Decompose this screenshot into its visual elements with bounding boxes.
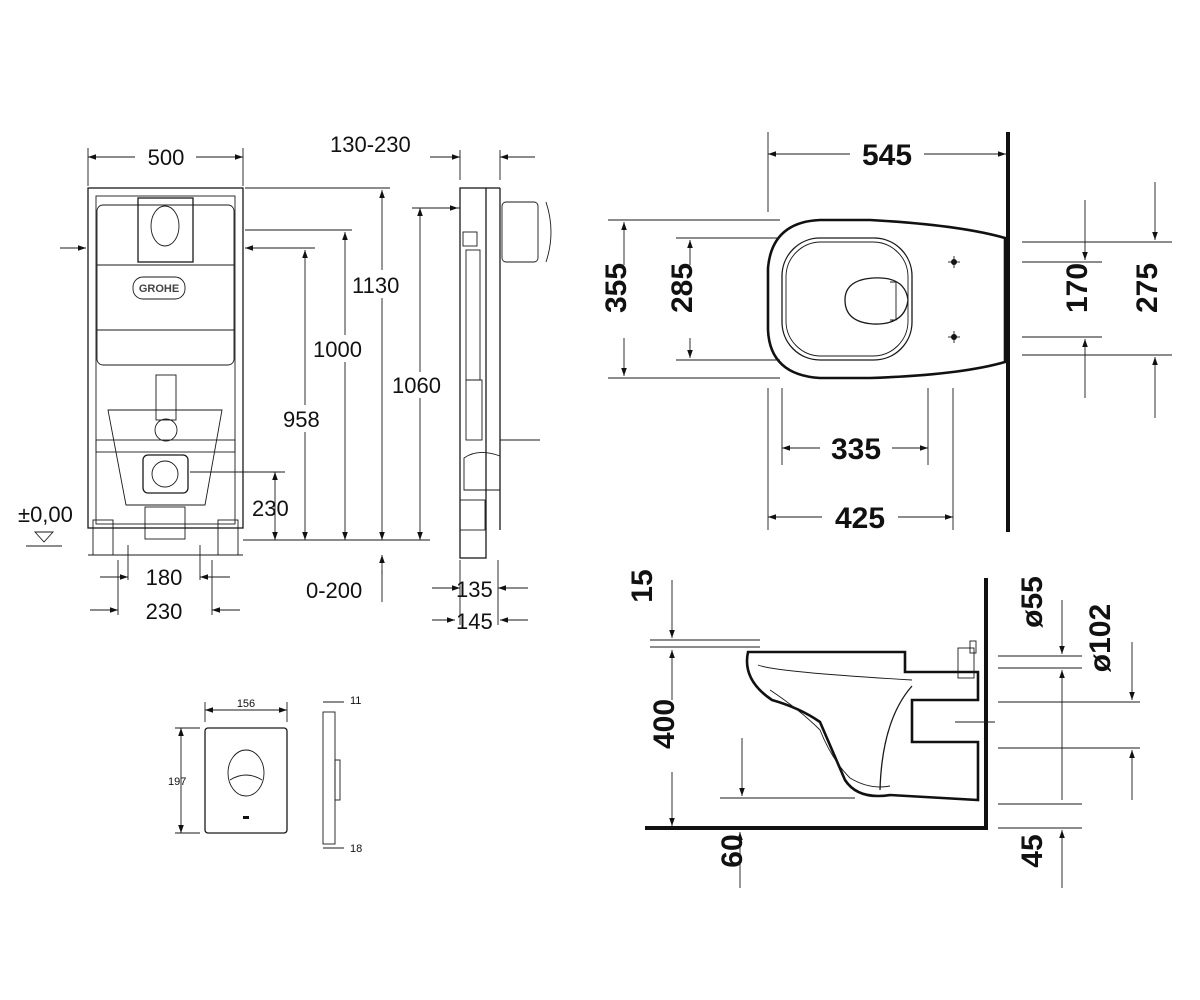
dimension-1060: 1060 bbox=[392, 207, 460, 540]
dim-275-label: 275 bbox=[1131, 263, 1164, 313]
dimension-15: 15 bbox=[626, 569, 760, 648]
brand-logo: GROHE bbox=[139, 283, 179, 295]
dimension-45: 45 bbox=[998, 803, 1082, 888]
plate-height-label: 197 bbox=[168, 776, 186, 788]
dimension-425: 425 bbox=[767, 388, 954, 535]
dim-55-label: ø55 bbox=[1016, 576, 1049, 628]
dimension-285: 285 bbox=[666, 237, 780, 361]
dimension-60: 60 bbox=[716, 832, 749, 888]
plate-depth-label: 18 bbox=[350, 843, 362, 855]
frame-front-view: GROHE bbox=[60, 187, 270, 556]
dimension-55: ø55 bbox=[998, 576, 1082, 800]
dimension-545: 545 bbox=[767, 132, 1006, 212]
dim-102-label: ø102 bbox=[1084, 604, 1117, 672]
zero-level-marker: ±0,00 bbox=[18, 502, 430, 547]
dim-958-label: 958 bbox=[283, 407, 320, 432]
dim-170-label: 170 bbox=[1061, 263, 1094, 313]
dimension-1000: 1000 bbox=[245, 229, 362, 540]
dimension-958: 958 bbox=[245, 247, 320, 540]
dim-145-label: 145 bbox=[456, 609, 493, 634]
dim-230-bottom-label: 230 bbox=[146, 599, 183, 624]
flush-plate-front: 156 197 bbox=[168, 698, 288, 834]
dimension-170: 170 bbox=[1022, 200, 1102, 398]
dimension-335: 335 bbox=[781, 388, 929, 466]
dimension-0-200: 0-200 bbox=[306, 555, 385, 603]
dim-45-label: 45 bbox=[1016, 834, 1049, 867]
frame-side-view bbox=[430, 187, 552, 559]
dim-285-label: 285 bbox=[666, 263, 699, 313]
dim-355-label: 355 bbox=[600, 263, 633, 313]
dimension-355: 355 bbox=[600, 219, 780, 379]
dim-130-230-label: 130-230 bbox=[330, 132, 411, 157]
dimension-230-bottom: 230 bbox=[90, 560, 240, 624]
dim-545-label: 545 bbox=[862, 139, 912, 172]
dim-60-label: 60 bbox=[716, 834, 749, 867]
dim-15-label: 15 bbox=[626, 569, 659, 602]
bowl-top-view bbox=[766, 132, 1010, 532]
zero-level-label: ±0,00 bbox=[18, 502, 73, 527]
flush-plate-side: 11 18 bbox=[322, 695, 362, 855]
dimension-400: 400 bbox=[648, 650, 681, 826]
dimension-230-vertical: 230 bbox=[190, 471, 289, 540]
dimension-145: 145 bbox=[432, 609, 528, 634]
dim-0-200-label: 0-200 bbox=[306, 578, 362, 603]
plate-width-label: 156 bbox=[237, 698, 255, 710]
dim-425-label: 425 bbox=[835, 502, 885, 535]
dim-500-label: 500 bbox=[148, 145, 185, 170]
dim-230-v-label: 230 bbox=[252, 496, 289, 521]
dim-1000-label: 1000 bbox=[313, 337, 362, 362]
dimension-135: 135 bbox=[432, 560, 528, 625]
dimension-102: ø102 bbox=[998, 604, 1140, 800]
dim-180-label: 180 bbox=[146, 565, 183, 590]
dim-135-label: 135 bbox=[456, 577, 493, 602]
dimension-500: 500 bbox=[87, 145, 244, 186]
dim-1130-label: 1130 bbox=[352, 273, 399, 298]
dim-400-label: 400 bbox=[648, 699, 681, 749]
bowl-side-view bbox=[645, 578, 995, 830]
dimension-1130: 1130 bbox=[245, 187, 399, 540]
dimension-275: 275 bbox=[1022, 182, 1172, 418]
dimension-130-230: 130-230 bbox=[330, 132, 535, 180]
plate-thickness-label: 11 bbox=[350, 695, 361, 707]
dim-1060-label: 1060 bbox=[392, 373, 441, 398]
dimension-180: 180 bbox=[100, 545, 230, 590]
dim-335-label: 335 bbox=[831, 433, 881, 466]
